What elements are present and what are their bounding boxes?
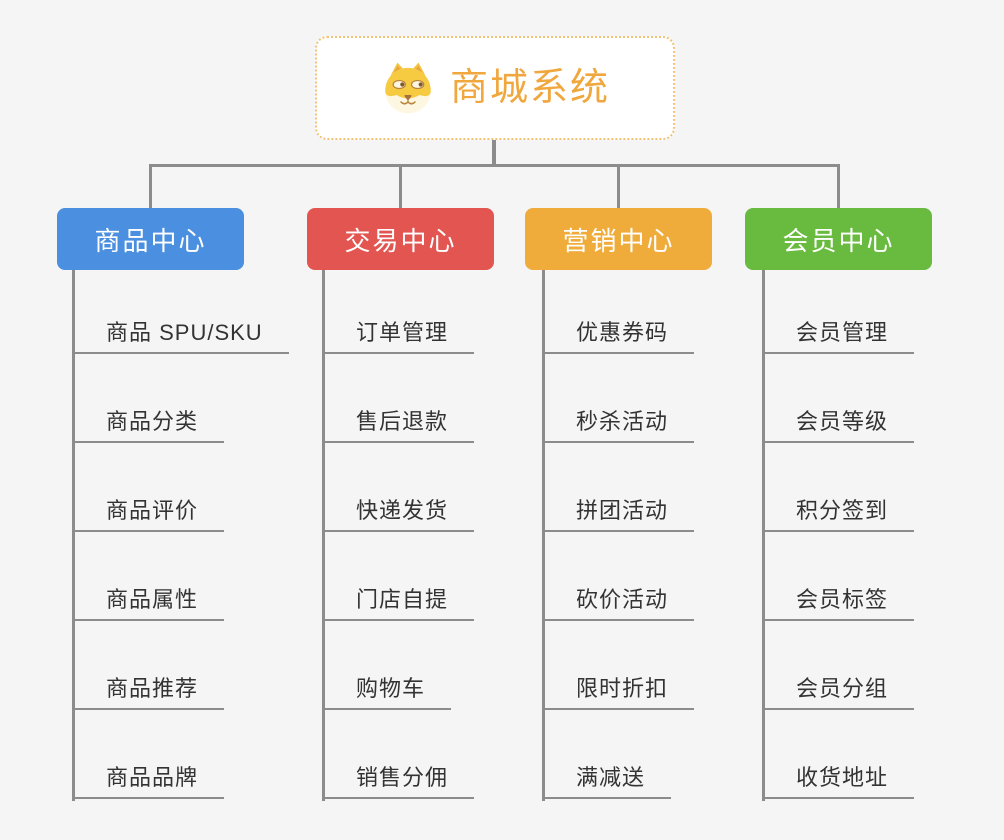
branch-label: 营销中心 [562, 225, 675, 256]
connector-stub-member [837, 167, 840, 208]
leaf-node[interactable]: 秒杀活动 [542, 397, 695, 443]
leaf-node[interactable]: 会员管理 [762, 308, 915, 354]
connector-horizontal-bar [149, 164, 840, 167]
leaf-node[interactable]: 销售分佣 [322, 753, 475, 799]
branch-node-trade-center[interactable]: 交易中心 [307, 208, 494, 270]
leaf-node[interactable]: 拼团活动 [542, 486, 695, 532]
connector-root-stub [492, 140, 496, 166]
dog-face-icon [385, 62, 431, 114]
leaf-node[interactable]: 优惠券码 [542, 308, 695, 354]
connector-stub-product [149, 167, 152, 208]
connector-stub-trade [399, 167, 402, 208]
branch-node-marketing-center[interactable]: 营销中心 [525, 208, 712, 270]
connector-spine [72, 270, 75, 801]
leaf-node[interactable]: 收货地址 [762, 753, 915, 799]
branch-label: 交易中心 [344, 225, 457, 256]
root-title: 商城系统 [449, 67, 610, 109]
branch-label: 会员中心 [782, 225, 895, 256]
leaf-node[interactable]: 砍价活动 [542, 575, 695, 621]
branch-label: 商品中心 [94, 225, 207, 256]
leaf-node[interactable]: 满减送 [542, 753, 672, 799]
leaf-node[interactable]: 商品 SPU/SKU [72, 308, 289, 354]
leaf-node[interactable]: 商品分类 [72, 397, 225, 443]
leaf-node[interactable]: 购物车 [322, 664, 452, 710]
connector-spine [542, 270, 545, 801]
leaf-node[interactable]: 会员等级 [762, 397, 915, 443]
branch-node-product-center[interactable]: 商品中心 [57, 208, 244, 270]
connector-spine [762, 270, 765, 801]
branch-node-member-center[interactable]: 会员中心 [745, 208, 932, 270]
leaf-node[interactable]: 商品属性 [72, 575, 225, 621]
root-node-mall-system[interactable]: 商城系统 [315, 36, 675, 140]
leaf-node[interactable]: 限时折扣 [542, 664, 695, 710]
leaf-node[interactable]: 会员标签 [762, 575, 915, 621]
leaf-node[interactable]: 商品评价 [72, 486, 225, 532]
leaf-node[interactable]: 快递发货 [322, 486, 475, 532]
leaf-node[interactable]: 售后退款 [322, 397, 475, 443]
connector-spine [322, 270, 325, 801]
leaf-node[interactable]: 订单管理 [322, 308, 475, 354]
connector-stub-marketing [617, 167, 620, 208]
leaf-node[interactable]: 门店自提 [322, 575, 475, 621]
leaf-node[interactable]: 积分签到 [762, 486, 915, 532]
leaf-node[interactable]: 商品品牌 [72, 753, 225, 799]
leaf-node[interactable]: 商品推荐 [72, 664, 225, 710]
leaf-node[interactable]: 会员分组 [762, 664, 915, 710]
